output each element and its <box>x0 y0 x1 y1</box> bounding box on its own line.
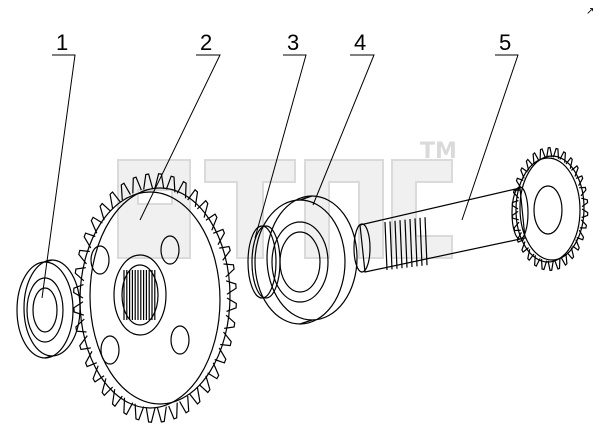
shaft-spline <box>419 217 423 266</box>
gear-tooth <box>132 176 142 194</box>
gear-tooth <box>212 228 226 245</box>
gear-tooth <box>123 397 134 416</box>
gear-tooth <box>525 158 534 171</box>
gear-tooth <box>205 213 218 231</box>
gear-tooth <box>75 318 87 333</box>
gear-tooth <box>73 284 84 299</box>
gear-tooth <box>547 260 554 272</box>
gear-tooth <box>546 146 553 158</box>
gear-tooth <box>223 263 235 278</box>
watermark-trademark: TM <box>420 139 457 164</box>
gear-tooth <box>520 166 528 179</box>
gear-tooth <box>532 151 540 165</box>
callout-3: 3 <box>287 30 299 55</box>
part-5-shaft <box>353 146 589 273</box>
gear-tooth <box>120 182 131 201</box>
callout-1: 1 <box>56 30 68 55</box>
shaft-spline <box>414 218 418 267</box>
gear-tooth <box>226 297 237 312</box>
gear-tooth <box>78 249 90 265</box>
callout-4: 4 <box>354 30 366 55</box>
gear-tooth <box>176 180 187 199</box>
gear-tooth <box>145 407 156 423</box>
leader-3 <box>254 54 307 239</box>
gear-tooth <box>196 199 209 218</box>
shaft-spline <box>399 220 403 269</box>
gear-tooth <box>109 191 121 210</box>
gear-tooth <box>571 164 579 177</box>
leader-4 <box>312 54 375 206</box>
leader-5 <box>461 54 519 221</box>
gear-tooth <box>225 280 237 295</box>
gear-tooth <box>83 232 96 249</box>
gear-tooth <box>516 232 525 243</box>
gear-tooth <box>79 335 91 351</box>
watermark-logo: TM <box>117 139 457 259</box>
part-2-gear <box>73 173 237 423</box>
gear-tooth <box>533 255 541 267</box>
gear-tooth <box>515 177 524 189</box>
gear-tooth <box>168 402 178 420</box>
gear-tooth <box>579 186 587 197</box>
gear-tooth <box>207 362 220 380</box>
gear-tooth <box>527 249 535 262</box>
gear-tooth <box>511 210 519 221</box>
gear-tooth <box>513 221 521 232</box>
gear-tooth <box>111 389 123 408</box>
gear-tooth <box>156 406 167 423</box>
gear-tooth <box>566 247 575 260</box>
shaft-spline <box>424 217 428 266</box>
shaft-spline <box>394 220 398 269</box>
shaft-spline <box>389 221 393 270</box>
callout-5: 5 <box>499 30 511 55</box>
gear-tooth <box>143 173 154 190</box>
gear-tooth <box>521 241 529 254</box>
gear-tooth <box>154 173 165 189</box>
gear-tooth <box>539 148 546 160</box>
gear-tooth <box>559 151 567 163</box>
gear-tooth <box>187 188 199 207</box>
gear-tooth <box>84 351 98 368</box>
gear-tooth <box>552 147 560 159</box>
part-4-bearing <box>254 195 358 325</box>
gear-tooth <box>74 267 86 282</box>
leader-1 <box>41 54 76 299</box>
gear-tooth <box>579 219 588 229</box>
gear-tooth <box>189 386 201 405</box>
shaft-spline <box>384 221 388 271</box>
gear-tooth <box>554 258 561 270</box>
callout-leaders <box>41 54 519 299</box>
gear-tooth <box>565 156 573 169</box>
part-1-bearing <box>16 259 81 359</box>
gear-tooth <box>540 259 548 271</box>
gear-tooth <box>214 347 227 364</box>
gear-tooth <box>581 197 589 208</box>
corner-mark: ↗ <box>586 6 594 17</box>
gear-tooth <box>73 301 85 316</box>
gear-tooth <box>575 175 584 186</box>
gear-tooth <box>179 395 190 414</box>
gear-tooth <box>220 331 232 347</box>
gear-tooth <box>560 253 568 267</box>
gear-tooth <box>219 245 231 261</box>
gear-tooth <box>224 314 236 329</box>
gear-tooth <box>90 216 103 234</box>
gear-tooth <box>101 378 114 397</box>
shaft-spline <box>409 218 413 268</box>
gear-tooth <box>512 189 521 199</box>
gear-tooth <box>134 403 145 421</box>
leader-2 <box>139 54 221 221</box>
gear-tooth <box>92 365 105 383</box>
gear-tooth <box>572 239 580 252</box>
gear-tooth <box>511 199 519 210</box>
gear-tooth <box>165 175 176 193</box>
gear-tooth <box>581 208 589 219</box>
shaft-spline <box>404 219 408 268</box>
gear-tooth <box>99 202 112 221</box>
callout-2: 2 <box>200 30 212 55</box>
gear-tooth <box>576 229 585 241</box>
gear-tooth <box>198 375 211 394</box>
